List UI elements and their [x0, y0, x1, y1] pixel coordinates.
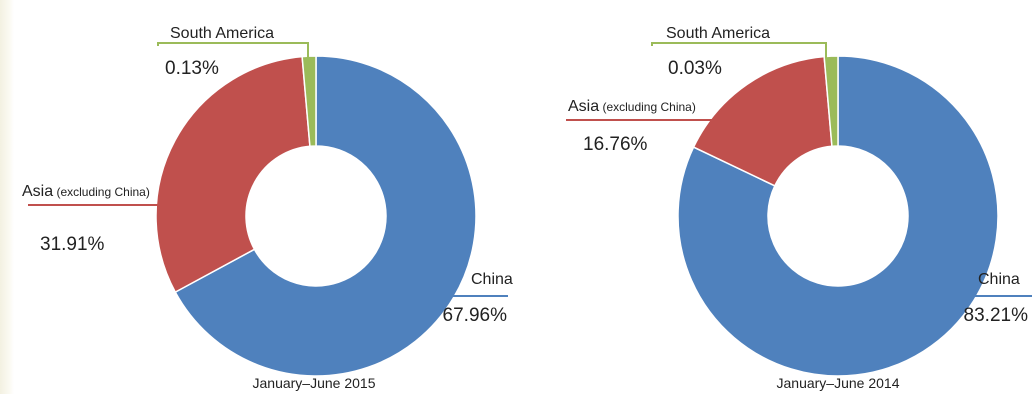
chart-2015-slice-asia — [155, 55, 311, 294]
chart-2014-title: January–June 2014 — [777, 375, 900, 391]
page-edge-band — [0, 0, 14, 394]
chart-2014-leader-south-america — [651, 42, 827, 58]
chart-2014-value-south-america: 0.03% — [668, 58, 722, 79]
chart-2014-label-south-america: South America — [666, 25, 770, 42]
chart-2014-slice-asia — [692, 55, 833, 187]
chart-2015-label-asia-name: Asia — [22, 183, 53, 200]
chart-2014-label-asia-name: Asia — [568, 98, 599, 115]
chart-2015-label-china-name: China — [471, 271, 513, 288]
chart-2015-slice-china — [174, 55, 477, 377]
chart-2014-slice-china — [677, 55, 999, 377]
chart-2014-label-south-america-name: South America — [666, 25, 770, 42]
chart-2015-label-south-america-name: South America — [170, 25, 274, 42]
chart-2014-slice-south-america — [823, 55, 839, 148]
chart-2015-value-south-america: 0.13% — [165, 58, 219, 79]
chart-2014-label-china: China — [978, 271, 1020, 288]
chart-2014-value-china: 83.21% — [964, 305, 1029, 326]
chart-2015-label-asia-qualifier: (excluding China) — [53, 185, 150, 199]
chart-2014-value-asia: 16.76% — [583, 134, 648, 155]
chart-2015-value-china: 67.96% — [443, 305, 508, 326]
chart-2015-value-asia: 31.91% — [40, 234, 105, 255]
chart-2015-leader-south-america — [157, 42, 309, 58]
chart-2015-slice-south-america — [301, 55, 317, 148]
chart-2015-label-south-america: South America — [170, 25, 274, 42]
chart-2014-label-china-name: China — [978, 271, 1020, 288]
chart-2015-label-asia: Asia (excluding China) — [22, 183, 150, 200]
chart-2014-label-asia: Asia (excluding China) — [568, 98, 696, 115]
chart-2015-title: January–June 2015 — [253, 375, 376, 391]
chart-2015-label-china: China — [471, 271, 513, 288]
chart-2014-label-asia-qualifier: (excluding China) — [599, 100, 696, 114]
